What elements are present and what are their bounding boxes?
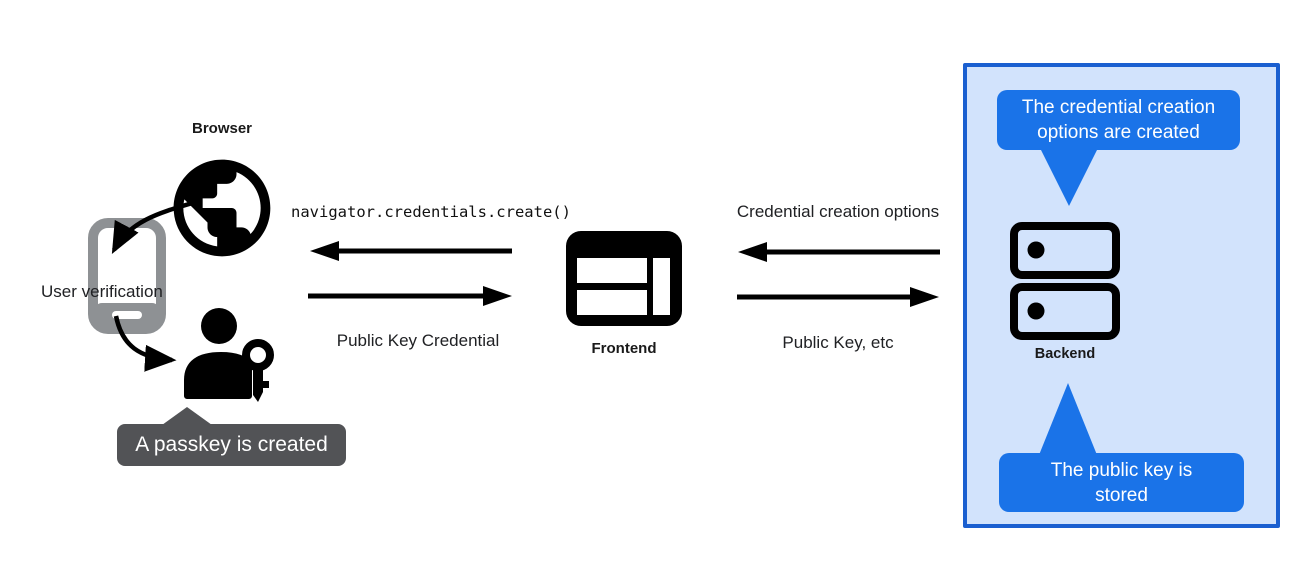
browser-window-icon xyxy=(566,231,682,326)
smartphone-icon xyxy=(88,218,166,334)
user-key-icon xyxy=(184,308,274,402)
public-key-stored-callout-pointer xyxy=(1039,383,1097,455)
creation-options-arrow xyxy=(738,242,940,262)
server-stack-icon xyxy=(1010,222,1120,340)
browser-label: Browser xyxy=(191,120,253,137)
options-created-callout-text: The credential creation options are crea… xyxy=(1021,97,1216,143)
api-call-label: navigator.credentials.create() xyxy=(291,203,571,221)
create-call-arrow xyxy=(310,241,512,261)
public-key-etc-label: Public Key, etc xyxy=(782,333,894,352)
backend-label: Backend xyxy=(1034,346,1096,362)
options-created-callout-pointer xyxy=(1040,148,1098,206)
frontend-label: Frontend xyxy=(591,340,657,357)
tooltip-pointer-up xyxy=(162,407,212,425)
passkey-created-tooltip: A passkey is created xyxy=(117,407,346,466)
options-created-callout: The credential creation options are crea… xyxy=(997,90,1240,150)
public-key-etc-arrow xyxy=(737,287,939,307)
public-key-credential-label: Public Key Credential xyxy=(336,331,500,350)
passkey-created-tooltip-text: A passkey is created xyxy=(135,433,328,456)
user-verification-label: User verification xyxy=(41,282,163,301)
public-key-credential-arrow xyxy=(308,286,512,306)
credential-creation-options-label: Credential creation options xyxy=(736,202,940,221)
public-key-stored-callout: The public key is stored xyxy=(999,453,1244,512)
globe-icon xyxy=(173,159,271,257)
public-key-stored-callout-text: The public key is stored xyxy=(1050,459,1193,506)
